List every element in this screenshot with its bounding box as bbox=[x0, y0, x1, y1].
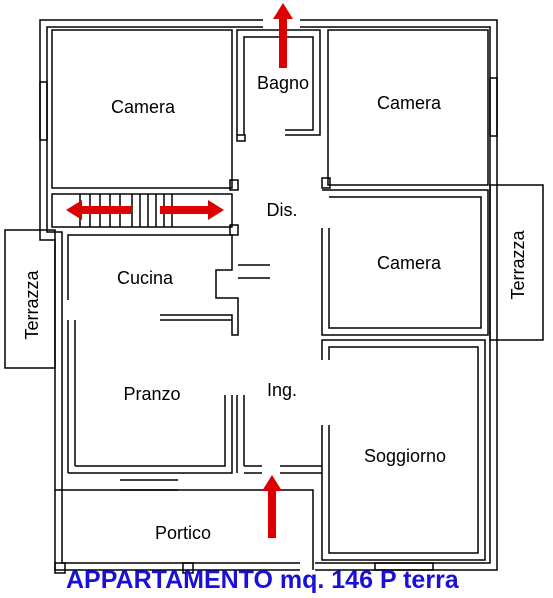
label-ing: Ing. bbox=[267, 380, 297, 400]
arrow-up-north bbox=[273, 3, 293, 68]
label-portico: Portico bbox=[155, 523, 211, 543]
room-camera-nw-wall bbox=[51, 29, 233, 189]
label-dis: Dis. bbox=[267, 200, 298, 220]
door-jamb bbox=[229, 224, 239, 236]
room-soggiorno-wall bbox=[321, 339, 486, 561]
staircase-wall bbox=[51, 193, 233, 228]
walls bbox=[4, 19, 544, 574]
arrows bbox=[66, 3, 293, 538]
label-pranzo: Pranzo bbox=[123, 384, 180, 404]
room-cucina-wall bbox=[67, 234, 239, 336]
room-pranzo-wall bbox=[68, 395, 233, 474]
window bbox=[489, 77, 498, 137]
arrow-up-entrance bbox=[262, 475, 282, 538]
door-jamb bbox=[229, 179, 239, 191]
porch-column bbox=[54, 562, 66, 574]
door-jamb bbox=[236, 134, 246, 142]
door-jamb bbox=[321, 177, 331, 189]
label-bagno: Bagno bbox=[257, 73, 309, 93]
window bbox=[39, 81, 48, 141]
room-bagno-wall bbox=[236, 29, 321, 136]
outer-wall bbox=[39, 19, 300, 571]
room-soggiorno-wall-inner bbox=[328, 346, 479, 554]
terrace-east bbox=[489, 184, 544, 341]
arrow-right bbox=[160, 200, 224, 220]
porch-column bbox=[182, 562, 194, 574]
label-soggiorno: Soggiorno bbox=[364, 446, 446, 466]
label-camera-nw: Camera bbox=[111, 97, 176, 117]
room-camera-e-wall bbox=[321, 189, 489, 336]
label-cucina: Cucina bbox=[117, 268, 174, 288]
label-camera-e: Camera bbox=[377, 253, 442, 273]
window bbox=[374, 562, 434, 571]
arrow-left bbox=[66, 200, 132, 220]
label-camera-ne: Camera bbox=[377, 93, 442, 113]
label-terrazza-east: Terrazza bbox=[508, 230, 528, 300]
room-pranzo-wall-inner bbox=[75, 395, 226, 467]
terrace-west bbox=[4, 229, 56, 369]
room-camera-ne-wall bbox=[327, 29, 489, 186]
caption: APPARTAMENTO mq. 146 P terra bbox=[66, 566, 459, 594]
room-bagno-wall-inner bbox=[243, 36, 314, 135]
room-camera-e-wall-inner bbox=[328, 196, 482, 329]
label-terrazza-west: Terrazza bbox=[22, 270, 42, 340]
